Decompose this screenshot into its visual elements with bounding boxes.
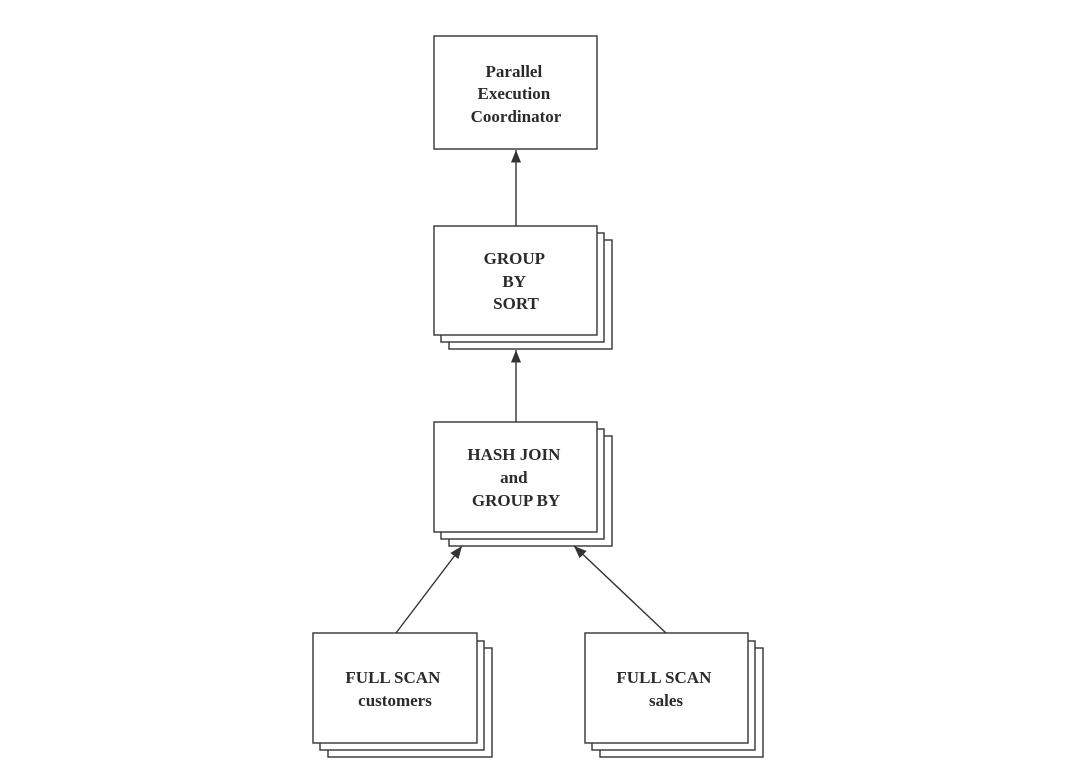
node-coordinator: Parallel Execution Coordinator	[433, 35, 598, 150]
svg-text:FULL SCAN sales: FULL SCAN sales	[616, 668, 715, 710]
node-scan-customers-line-1: FULL SCAN	[345, 668, 441, 687]
node-scan-sales: FULL SCAN sales	[584, 632, 764, 758]
node-group-by-sort-line-2: BY	[502, 272, 525, 291]
node-scan-customers-line-2: customers	[358, 691, 432, 710]
node-coordinator-line-1: Parallel	[486, 62, 543, 81]
node-scan-sales-line-1: FULL SCAN	[616, 668, 712, 687]
node-hash-join-line-3: GROUP BY	[472, 491, 560, 510]
edge-sales-to-hashjoin	[573, 545, 667, 634]
node-coordinator-line-2: Execution	[478, 84, 551, 103]
node-group-by-sort: GROUP BY SORT	[433, 225, 613, 350]
node-hash-join: HASH JOIN and GROUP BY	[433, 421, 613, 547]
edge-customers-to-hashjoin	[395, 545, 463, 634]
svg-text:FULL SCAN customers: FULL SCAN customers	[345, 668, 444, 710]
node-hash-join-line-2: and	[500, 468, 528, 487]
svg-text:Parallel Execution: Parallel Execution Coordinator	[471, 62, 562, 126]
node-group-by-sort-line-3: SORT	[493, 294, 539, 313]
node-coordinator-line-3: Coordinator	[471, 107, 562, 126]
node-hash-join-line-1: HASH JOIN	[467, 445, 561, 464]
node-scan-sales-line-2: sales	[649, 691, 683, 710]
svg-text:HASH JOIN and GROU: HASH JOIN and GROUP BY	[467, 445, 564, 510]
node-scan-customers: FULL SCAN customers	[312, 632, 493, 758]
svg-text:GROUP BY SORT: GROUP BY SORT	[484, 249, 549, 313]
edges	[395, 150, 667, 634]
node-group-by-sort-line-1: GROUP	[484, 249, 545, 268]
